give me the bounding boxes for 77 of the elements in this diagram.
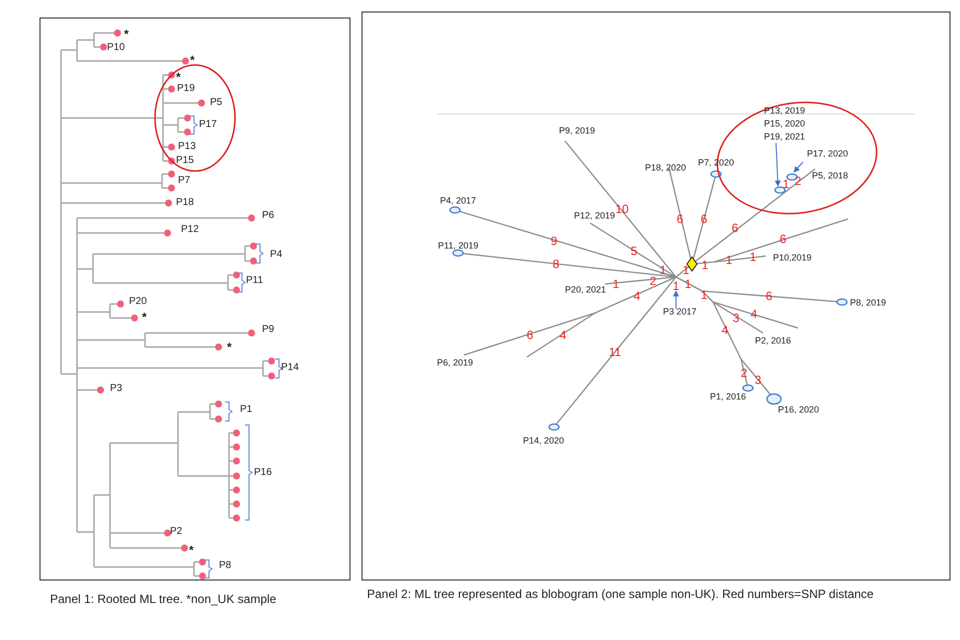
snp-distance: 5 [630,245,638,257]
sample-label: P8, 2019 [850,298,886,308]
asterisk-mark: * [176,71,181,84]
snp-distance: 1 [782,178,790,190]
sample-label: P9 [262,325,274,335]
sample-label: P11 [246,276,264,286]
snp-distance: 1 [612,278,620,290]
sample-label: P2, 2016 [755,336,792,346]
sample-label: P5 [210,98,222,108]
sample-label: P17 [199,120,217,130]
sample-label: P18 [176,198,194,208]
sample-label: P3 [110,384,122,394]
sample-label: P4, 2017 [440,196,476,206]
snp-distance: 6 [780,233,786,245]
sample-label: P6 [262,211,274,221]
snp-distance: 3 [754,374,762,386]
sample-label: P17, 2020 [807,150,848,158]
sample-label: P1, 2016 [710,392,746,402]
asterisk-mark: * [142,311,147,324]
snp-distance: 1 [682,264,690,276]
snp-distance: 10 [615,203,629,215]
snp-distance: 11 [608,346,622,358]
snp-distance: 9 [550,235,558,247]
snp-distance: 1 [750,251,756,263]
sample-label: P16, 2020 [778,406,820,414]
snp-distance: 1 [702,259,708,271]
sample-label: P20 [129,297,147,307]
sample-label: P13, 2019 [764,106,806,116]
sample-label: P6, 2019 [437,358,474,368]
snp-distance: 6 [526,329,534,341]
sample-label: P19, 2021 [764,132,806,142]
sample-label: P12, 2019 [574,212,616,220]
snp-distance: 2 [740,367,748,379]
sample-label: P3 2017 [663,308,697,316]
snp-distance: 2 [794,175,802,187]
sample-label: P18, 2020 [645,164,686,172]
sample-label: P14, 2020 [523,436,564,446]
asterisk-mark: * [190,54,195,66]
snp-distance: 2 [650,275,656,287]
panel-caption: Panel 1: Rooted ML tree. *non_UK sample [50,591,278,608]
snp-distance: 1 [684,278,692,290]
snp-distance: 1 [726,254,732,266]
snp-distance: 4 [634,290,640,302]
sample-label: P16 [254,468,272,478]
snp-distance: 6 [676,213,684,225]
snp-distance: 6 [700,213,708,225]
sample-label: P13 [178,142,196,152]
sample-label: P8 [219,561,232,571]
asterisk-mark: * [189,544,194,556]
snp-distance: 4 [722,324,728,336]
snp-distance: 1 [672,280,680,292]
sample-label: P4 [270,250,282,260]
snp-distance: 4 [750,308,758,320]
sample-label: P20, 2021 [565,286,606,294]
snp-distance: 8 [552,258,560,270]
sample-label: P11, 2019 [438,242,478,250]
sample-label: P15 [176,156,194,166]
sample-label: P15, 2020 [764,120,806,128]
sample-label: P1 [240,405,252,415]
snp-distance: 1 [660,264,666,276]
sample-label: P10,2019 [773,254,812,262]
sample-label: P19 [177,84,195,94]
sample-label: P14 [281,363,299,373]
sample-label: P9, 2019 [559,126,596,136]
sample-label: P10 [107,43,125,53]
sample-label: P2 [170,527,182,537]
snp-distance: 3 [732,312,740,324]
panel-caption: Panel 2: ML tree represented as blobogram (one sample non-UK). Red numbers=SNP distance [367,586,875,602]
sample-label: P7 [178,176,190,186]
snp-distance: 6 [766,290,772,302]
snp-distance: 4 [560,329,566,341]
sample-label: P12 [181,225,199,235]
snp-distance: 1 [700,289,708,301]
asterisk-mark: * [124,28,129,40]
asterisk-mark: * [227,341,232,354]
sample-label: P5, 2018 [812,172,848,180]
snp-distance: 6 [732,222,738,234]
